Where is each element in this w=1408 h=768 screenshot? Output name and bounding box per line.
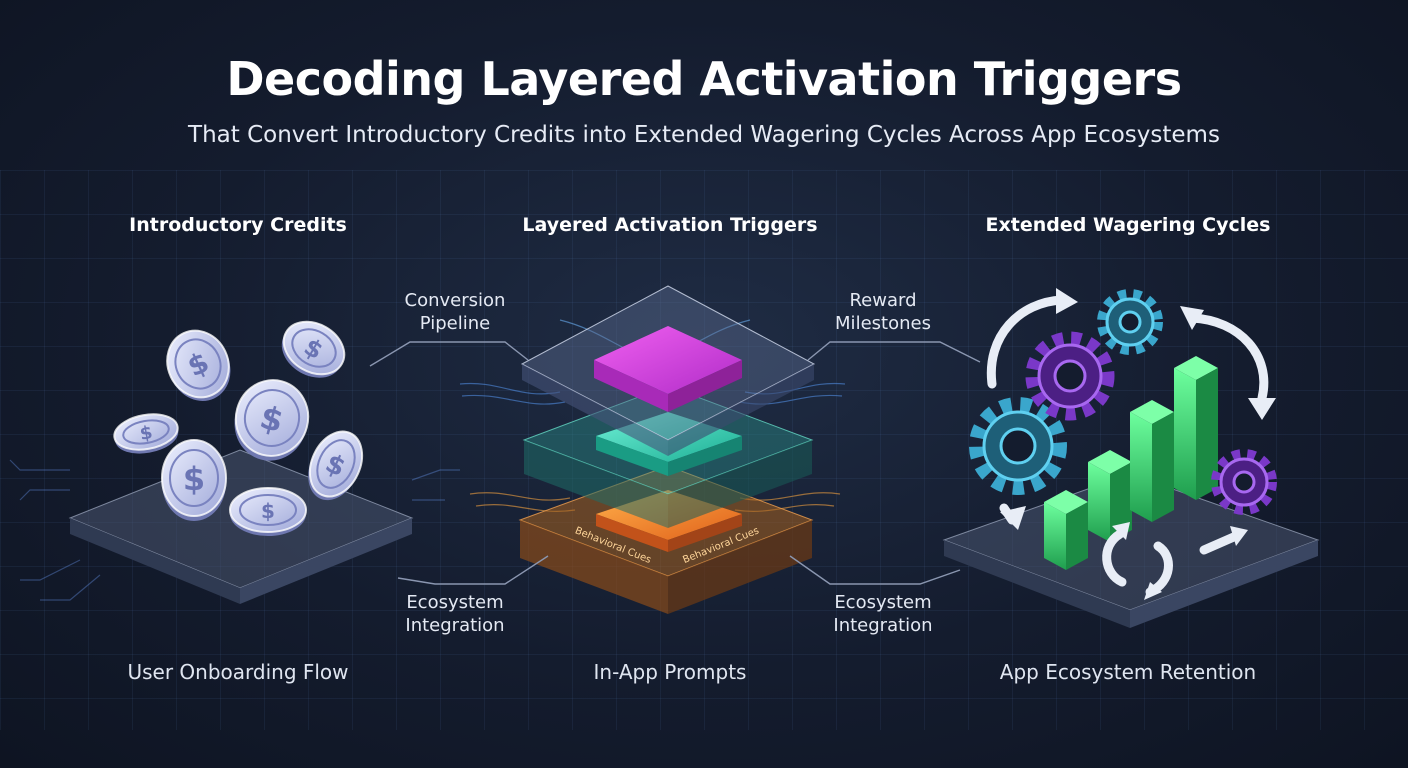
dollar-coin-icon: $ xyxy=(272,311,353,388)
center-layer-stack xyxy=(460,286,845,614)
left-platform xyxy=(10,450,460,604)
user-onboarding-flow-label: User Onboarding Flow xyxy=(28,660,448,684)
dollar-coin-icon: $ xyxy=(230,488,306,536)
gear-icon xyxy=(1216,454,1272,510)
conversion-pipeline-callout: Conversion Pipeline xyxy=(370,289,540,335)
gear-icon xyxy=(1102,294,1158,350)
gear-icon xyxy=(1032,338,1108,414)
reward-milestones-callout: Reward Milestones xyxy=(798,289,968,335)
dollar-coin-icon: $ xyxy=(156,321,241,412)
in-app-prompts-label: In-App Prompts xyxy=(460,660,880,684)
svg-text:$: $ xyxy=(261,499,275,523)
dollar-coin-icon: $ xyxy=(162,440,226,521)
ecosystem-integration-callout-left: Ecosystem Integration xyxy=(370,591,540,637)
app-ecosystem-retention-label: App Ecosystem Retention xyxy=(918,660,1338,684)
svg-text:$: $ xyxy=(183,460,205,498)
ecosystem-integration-callout-right: Ecosystem Integration xyxy=(798,591,968,637)
gear-icon xyxy=(976,404,1060,488)
